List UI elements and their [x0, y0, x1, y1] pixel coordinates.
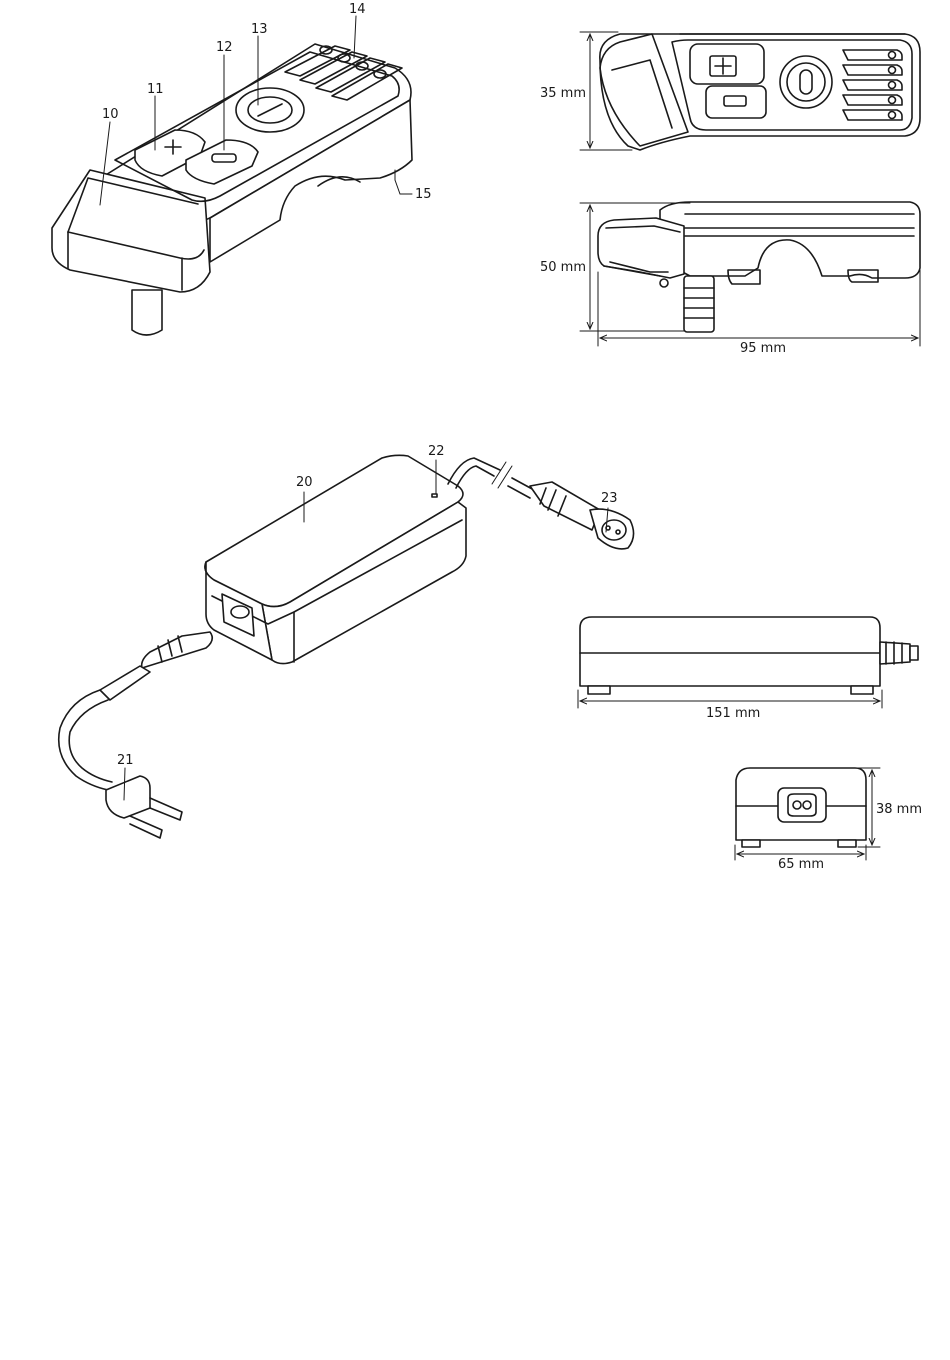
callout-11: 11: [147, 82, 164, 97]
remote-control-top-view: [600, 34, 920, 150]
charger-perspective: [59, 455, 634, 838]
dimension-label-65mm: 65 mm: [778, 857, 824, 872]
dimension-label-35mm: 35 mm: [540, 86, 586, 101]
remote-control-side-view: [598, 202, 920, 332]
callout-14: 14: [349, 2, 366, 17]
remote-control-perspective: [52, 44, 412, 335]
callout-23: 23: [601, 491, 618, 506]
dimension-label-38mm: 38 mm: [876, 802, 922, 817]
dimension-label-95mm: 95 mm: [740, 341, 786, 356]
callout-15: 15: [415, 187, 432, 202]
charger-side-view: [580, 617, 918, 694]
dimension-label-50mm: 50 mm: [540, 260, 586, 275]
callout-12: 12: [216, 40, 233, 55]
charger-end-view: [736, 768, 866, 847]
callout-22: 22: [428, 444, 445, 459]
callout-20: 20: [296, 475, 313, 490]
callout-10: 10: [102, 107, 119, 122]
callout-13: 13: [251, 22, 268, 37]
callout-21: 21: [117, 753, 134, 768]
dimension-label-151mm: 151 mm: [706, 706, 760, 721]
